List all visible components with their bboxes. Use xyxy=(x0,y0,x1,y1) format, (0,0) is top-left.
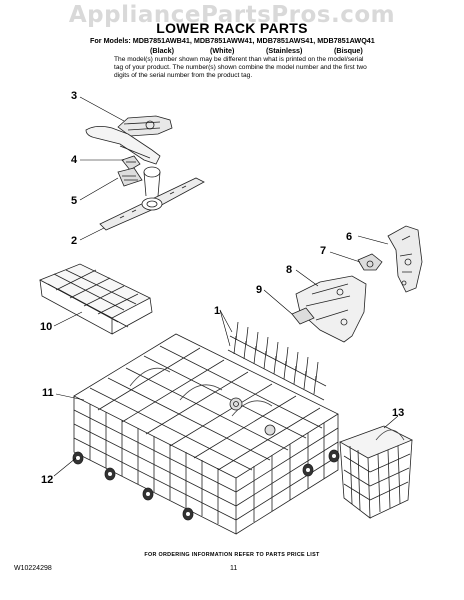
color-label-bisque: (Bisque) xyxy=(334,46,363,55)
model-note: The model(s) number shown may be differe… xyxy=(114,56,367,79)
part-13-silverware-basket xyxy=(339,425,413,519)
part-4-clip xyxy=(121,155,141,171)
callout-6: 6 xyxy=(346,231,352,243)
part-9-clip xyxy=(291,307,315,325)
doc-number: W10224298 xyxy=(14,565,52,572)
part-12-wheels xyxy=(72,449,340,521)
leader-lines xyxy=(53,96,399,477)
callout-9: 9 xyxy=(256,284,262,296)
part-8-bracket xyxy=(295,275,367,343)
callout-12: 12 xyxy=(41,474,53,486)
color-label-black: (Black) xyxy=(150,46,174,55)
part-3-manifold xyxy=(85,115,173,165)
part-1-tines xyxy=(227,321,327,401)
color-label-white: (White) xyxy=(210,46,235,55)
part-11-lower-rack xyxy=(73,333,339,535)
part-5-hub xyxy=(117,167,143,187)
models-line: For Models: MDB7851AWB41, MDB7851AWW41, … xyxy=(90,36,375,45)
part-10-cup-rack xyxy=(39,263,153,335)
part-7-clip xyxy=(357,253,383,271)
callout-5: 5 xyxy=(71,195,77,207)
callout-13: 13 xyxy=(392,407,404,419)
part-2-spray-arm xyxy=(99,166,205,231)
callout-1: 1 xyxy=(214,305,220,317)
callout-2: 2 xyxy=(71,235,77,247)
callout-10: 10 xyxy=(40,321,52,333)
page-number: 11 xyxy=(230,565,238,572)
callouts: 3 4 5 2 6 7 8 9 10 1 11 12 13 xyxy=(40,90,404,486)
part-6-latch xyxy=(387,225,423,293)
callout-4: 4 xyxy=(71,154,78,166)
callout-3: 3 xyxy=(71,90,77,102)
callout-7: 7 xyxy=(320,245,326,257)
callout-11: 11 xyxy=(42,387,54,399)
callout-8: 8 xyxy=(286,264,292,276)
watermark: AppliancePartsPros.com xyxy=(68,2,396,28)
page-title: LOWER RACK PARTS xyxy=(156,20,308,36)
color-label-stainless: (Stainless) xyxy=(266,46,303,55)
ordering-info: FOR ORDERING INFORMATION REFER TO PARTS … xyxy=(144,552,320,558)
